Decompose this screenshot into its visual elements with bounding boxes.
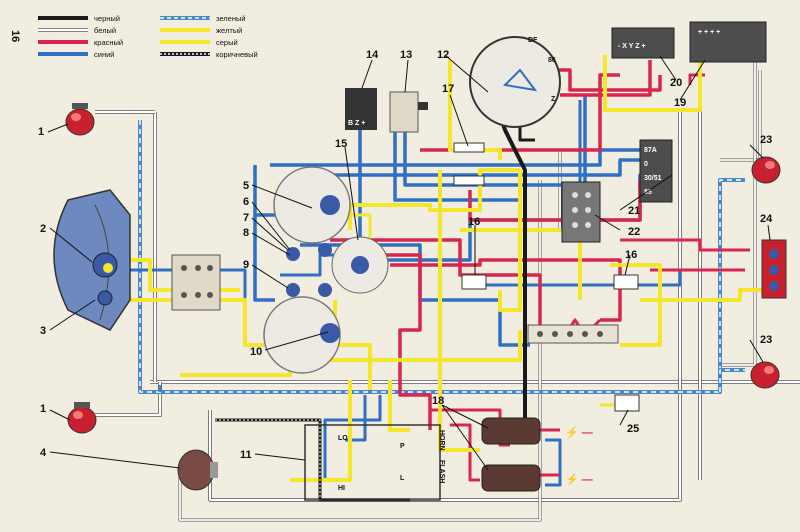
callout-5: 5 — [243, 180, 249, 192]
callout-22: 22 — [628, 226, 640, 238]
callout-23a: 23 — [760, 134, 772, 146]
callout-18: 18 — [432, 395, 444, 407]
callout-2: 2 — [40, 223, 46, 235]
switch-mark-hi: HI — [338, 485, 345, 492]
callout-19: 19 — [674, 97, 686, 109]
page-number: 16 — [9, 30, 21, 42]
switch-25 — [614, 394, 640, 412]
ignition-coil-top: ⚡ — — [481, 417, 593, 445]
legend-label-red: красный — [94, 38, 123, 47]
ignition-coil-bottom: ⚡ — — [481, 464, 593, 492]
switch-mark-lo: LO — [338, 435, 348, 442]
relay-pin-0: 0 — [644, 161, 648, 168]
rear-lamp-left-bottom — [67, 402, 97, 434]
callout-17: 17 — [442, 83, 454, 95]
legend-label-white: белый — [94, 26, 116, 35]
callout-12: 12 — [437, 49, 449, 61]
svg-text:⚡ —: ⚡ — — [565, 426, 593, 439]
headlight — [53, 189, 131, 331]
callout-21: 21 — [628, 205, 640, 217]
fuses — [453, 142, 485, 186]
regulator-pins: - X Y Z + — [618, 43, 646, 50]
tachometer — [263, 296, 341, 374]
svg-text:+ + + +: + + + + — [698, 29, 720, 36]
generator-pin-df: DF — [528, 37, 538, 44]
callout-10: 10 — [250, 346, 262, 358]
voltage-regulator: - X Y Z + — [611, 27, 675, 59]
callout-1b: 1 — [40, 403, 46, 415]
callout-16a: 16 — [468, 216, 480, 228]
callout-leaders — [47, 54, 771, 471]
callout-23b: 23 — [760, 334, 772, 346]
callout-25: 25 — [627, 423, 639, 435]
callout-4: 4 — [40, 447, 47, 459]
rear-lamp-right-bottom — [750, 361, 780, 389]
callout-16b: 16 — [625, 249, 637, 261]
rear-lamp-right-top — [751, 156, 781, 184]
speedometer — [273, 166, 351, 244]
terminal-strip — [527, 324, 619, 344]
callout-7: 7 — [243, 212, 249, 224]
legend-label-grey: серый — [216, 38, 238, 47]
callout-3: 3 — [40, 325, 46, 337]
headlight-connector — [171, 254, 221, 311]
component-14-pins: B Z + — [348, 120, 365, 127]
rear-lamp-left-top — [65, 103, 95, 136]
generator: DF 86 Z — [469, 36, 561, 128]
legend-label-brown: коричневый — [216, 50, 258, 59]
callout-6: 6 — [243, 196, 249, 208]
callout-numbers: 1 2 3 1 4 5 6 7 8 9 10 11 12 13 14 15 16… — [38, 49, 773, 461]
switch-mark-p: P — [400, 443, 405, 450]
component-13 — [389, 91, 428, 133]
switch-mark-flash: FLASH — [438, 460, 445, 483]
legend: черный белый красный синий зеленый желты… — [38, 14, 258, 59]
horn — [177, 449, 218, 491]
relay-connector — [561, 181, 601, 243]
relay-pin-30: 30/51 — [644, 175, 662, 182]
tail-lamp-unit — [761, 239, 787, 299]
legend-label-black: черный — [94, 14, 120, 23]
ignition-switch — [331, 236, 389, 294]
brake-switch-left — [461, 274, 487, 290]
callout-14: 14 — [366, 49, 379, 61]
generator-pin-z: Z — [551, 96, 556, 103]
callout-9: 9 — [243, 259, 249, 271]
switch-mark-l: L — [400, 475, 405, 482]
legend-label-yellow: желтый — [216, 26, 242, 35]
brake-switch-right — [613, 274, 639, 290]
callout-11: 11 — [240, 449, 252, 461]
wires — [95, 55, 800, 522]
legend-label-blue: синий — [94, 50, 114, 59]
callout-20: 20 — [670, 77, 682, 89]
callout-15: 15 — [335, 138, 347, 150]
switch-mark-horn: HORN — [438, 430, 445, 451]
component-14: B Z + — [345, 88, 377, 130]
generator-pin-b: 86 — [548, 57, 556, 64]
callout-8: 8 — [243, 227, 249, 239]
indicator-lamps — [286, 243, 332, 297]
relay-pin-87a: 87A — [644, 147, 657, 154]
relay-pin-85: 85 — [644, 189, 652, 196]
handlebar-switch: LO HI P L HORN FLASH — [304, 424, 445, 501]
relay: 87A 0 30/51 85 — [639, 139, 673, 203]
callout-24: 24 — [760, 213, 773, 225]
battery: + + + + — [689, 21, 767, 63]
svg-text:⚡ —: ⚡ — — [565, 473, 593, 486]
callout-13: 13 — [400, 49, 412, 61]
callout-1a: 1 — [38, 126, 44, 138]
legend-label-green: зеленый — [216, 14, 246, 23]
